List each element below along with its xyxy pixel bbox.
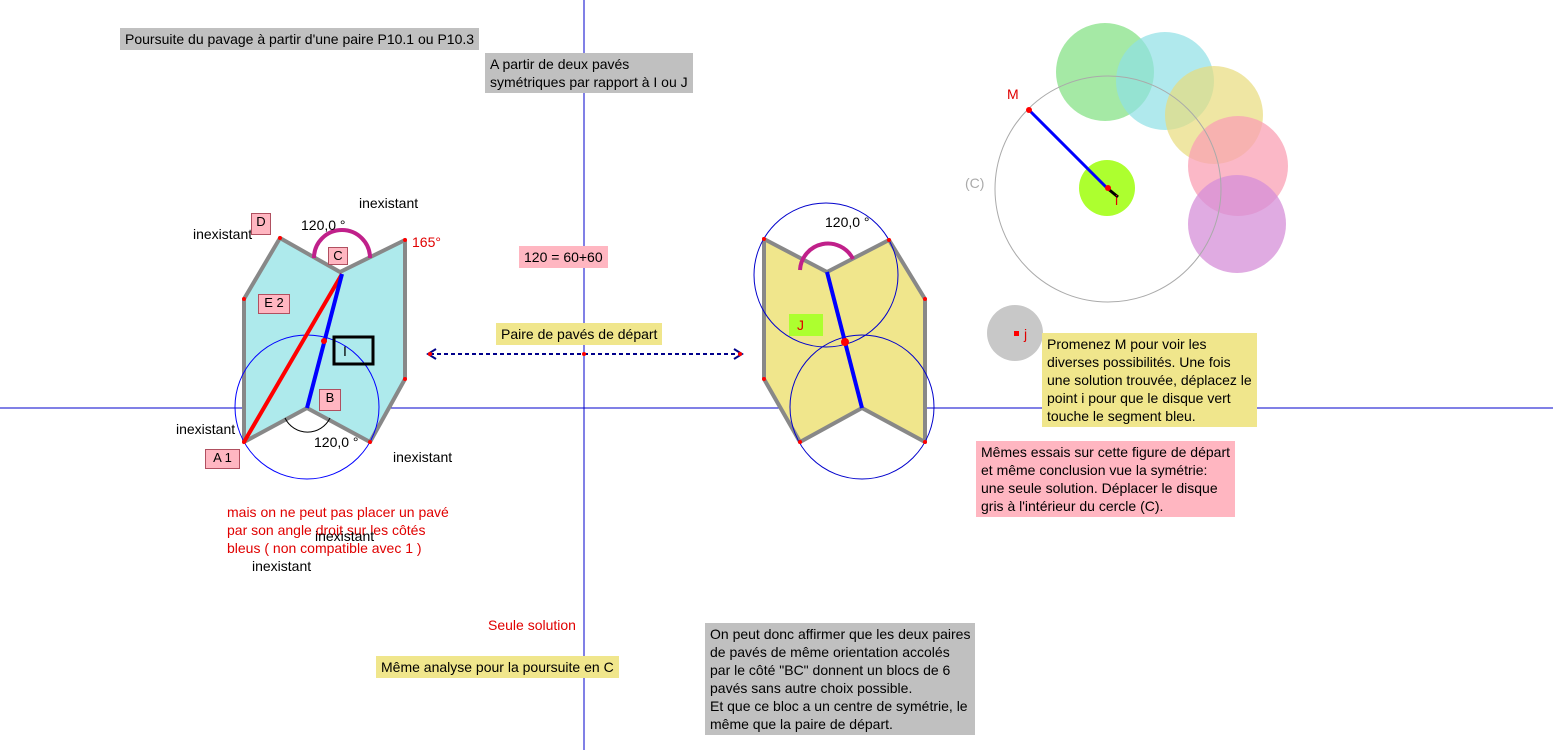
inexistant-label-5: inexistant <box>315 528 375 544</box>
analyse-box: Même analyse pour la poursuite en C <box>376 656 619 678</box>
point-d-tag: D <box>251 213 271 235</box>
inexistant-label-3: inexistant <box>176 421 236 437</box>
right-circle-top <box>753 202 899 348</box>
point-b-tag: B <box>319 389 341 411</box>
point-c-tag: C <box>328 247 348 265</box>
inexistant-label-1: inexistant <box>359 195 419 211</box>
right-circle-bottom <box>789 334 935 480</box>
point-i-left[interactable] <box>321 338 327 344</box>
inexistant-label-2: inexistant <box>193 226 253 242</box>
red-note: mais on ne peut pas placer un pavé par s… <box>227 504 449 556</box>
segment-m-i <box>1027 108 1109 190</box>
promenez-box: Promenez M pour voir les diverses possib… <box>1042 333 1257 427</box>
point-e-tag: E 2 <box>258 294 290 314</box>
angle-165-label: 165° <box>412 234 441 250</box>
red-segment <box>242 272 344 444</box>
vertex-dots <box>242 236 927 444</box>
i-box-frame <box>332 335 375 366</box>
point-a-tag: A 1 <box>205 449 240 469</box>
angle-label-right: 120,0 ° <box>825 214 870 230</box>
symmetry-box: A partir de deux pavés symétriques par r… <box>485 53 693 93</box>
pair-box: Paire de pavés de départ <box>496 323 663 345</box>
point-i-label: i <box>1115 192 1119 208</box>
point-i-label-left: I <box>343 343 347 359</box>
right-angle-arc <box>798 241 855 271</box>
point-j-small[interactable] <box>1014 331 1019 336</box>
title-box: Poursuite du pavage à partir d'une paire… <box>120 28 480 50</box>
circle-c <box>994 75 1222 303</box>
left-angle-arc-bottom <box>284 417 331 433</box>
arrow-center-point <box>582 352 586 356</box>
equation-box: 120 = 60+60 <box>519 246 608 268</box>
point-i[interactable] <box>1105 185 1111 191</box>
inexistant-label-4: inexistant <box>393 449 453 465</box>
point-j-tag: J <box>789 314 823 336</box>
point-j-center[interactable] <box>841 338 849 346</box>
inexistant-label-6: inexistant <box>252 558 312 574</box>
seule-solution-label: Seule solution <box>488 617 576 633</box>
disk-violet <box>1188 175 1286 273</box>
point-m-label: M <box>1007 86 1019 102</box>
angle-label-left-top: 120,0 ° <box>301 217 346 233</box>
point-m[interactable] <box>1026 107 1032 113</box>
angle-label-left-bottom: 120,0 ° <box>314 434 359 450</box>
circle-c-label: (C) <box>965 175 985 191</box>
memes-box: Mêmes essais sur cette figure de départ … <box>976 441 1236 517</box>
conclusion-box: On peut donc affirmer que les deux paire… <box>705 623 976 735</box>
point-j-label: j <box>1024 326 1028 342</box>
left-angle-arc-top <box>312 228 372 259</box>
